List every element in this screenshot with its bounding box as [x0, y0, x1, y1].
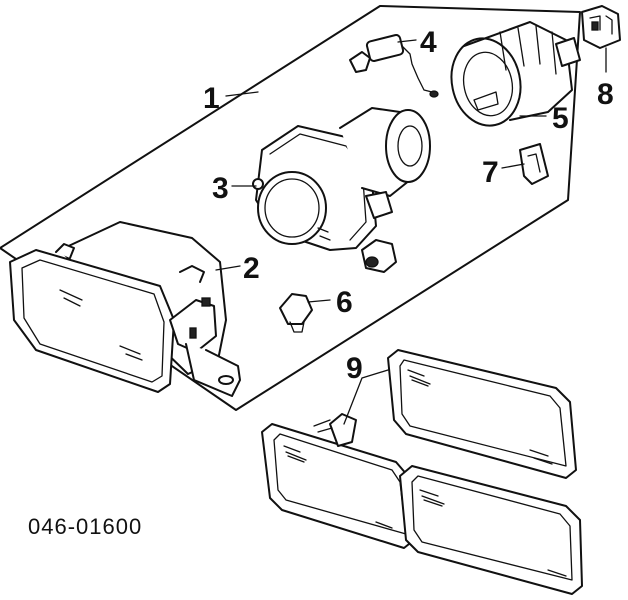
callout-4: 4 [420, 26, 437, 59]
leader-9 [343, 369, 389, 425]
callout-8: 8 [597, 78, 614, 111]
assembly-boundary [0, 5, 581, 411]
bumper-cover-bracket [313, 413, 357, 447]
callout-5: 5 [552, 102, 569, 135]
callout-3: 3 [212, 172, 229, 205]
wire-connector [581, 5, 621, 49]
leader-lines [215, 39, 607, 425]
leader-6 [307, 299, 331, 303]
bumper-cover-lower-right [399, 465, 583, 595]
callout-2: 2 [243, 252, 260, 285]
diagram-part-code: 046-01600 [28, 514, 142, 539]
bumper-cover-upper [387, 349, 577, 479]
callout-7: 7 [482, 156, 499, 189]
fog-lamp-reflector-unit [252, 107, 431, 273]
bulb-with-wire [349, 34, 439, 98]
leader-4 [397, 39, 417, 43]
fog-lamp-housing [9, 221, 241, 397]
leader-1 [225, 91, 259, 97]
bulb-socket-ring [450, 21, 581, 127]
callout-6: 6 [336, 286, 353, 319]
callout-9: 9 [346, 352, 363, 385]
small-bulb [279, 293, 313, 333]
callout-1: 1 [203, 82, 220, 115]
leader-7 [501, 163, 525, 169]
leader-2 [215, 265, 241, 271]
retaining-clip [519, 143, 549, 185]
